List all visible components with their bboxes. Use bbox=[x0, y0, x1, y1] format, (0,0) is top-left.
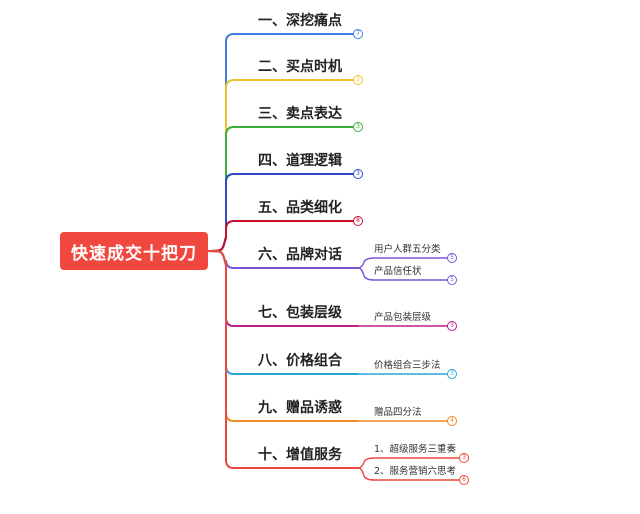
branch-badge-4[interactable]: 3 bbox=[353, 169, 363, 179]
branch-badge-1[interactable]: 7 bbox=[353, 29, 363, 39]
branch-label-9[interactable]: 九、赠品诱惑 bbox=[258, 400, 342, 416]
branch-label-2[interactable]: 二、买点时机 bbox=[258, 59, 342, 75]
sub-label-6-1[interactable]: 用户人群五分类 bbox=[374, 244, 441, 255]
branch-connector-5 bbox=[207, 220, 359, 252]
sub-label-10-2[interactable]: 2、服务营销六思考 bbox=[374, 466, 457, 477]
branch-label-7[interactable]: 七、包装层级 bbox=[258, 305, 342, 321]
sub-connector-6-1 bbox=[357, 257, 453, 269]
sub-label-9-1[interactable]: 赠品四分法 bbox=[374, 407, 422, 418]
branch-label-5[interactable]: 五、品类细化 bbox=[258, 200, 342, 216]
branch-badge-2[interactable]: 3 bbox=[353, 75, 363, 85]
sub-badge-9-1[interactable]: 4 bbox=[447, 416, 457, 426]
sub-label-6-2[interactable]: 产品信任状 bbox=[374, 266, 422, 277]
branch-label-6[interactable]: 六、品牌对话 bbox=[258, 247, 342, 263]
sub-label-8-1[interactable]: 价格组合三步法 bbox=[374, 360, 441, 371]
branch-connector-9 bbox=[207, 250, 359, 422]
sub-badge-6-1[interactable]: 5 bbox=[447, 253, 457, 263]
branch-label-10[interactable]: 十、增值服务 bbox=[258, 447, 342, 463]
sub-badge-7-1[interactable]: 3 bbox=[447, 321, 457, 331]
branch-label-1[interactable]: 一、深挖痛点 bbox=[258, 13, 342, 29]
sub-label-7-1[interactable]: 产品包装层级 bbox=[374, 312, 432, 323]
branch-connector-3 bbox=[207, 126, 359, 252]
branch-connector-10 bbox=[207, 250, 359, 469]
branch-label-4[interactable]: 四、道理逻辑 bbox=[258, 153, 342, 169]
branch-badge-3[interactable]: 3 bbox=[353, 122, 363, 132]
sub-badge-10-1[interactable]: 3 bbox=[459, 453, 469, 463]
branch-label-3[interactable]: 三、卖点表达 bbox=[258, 106, 342, 122]
sub-badge-8-1[interactable]: 3 bbox=[447, 369, 457, 379]
sub-connector-10-2 bbox=[357, 467, 465, 481]
sub-badge-6-2[interactable]: 5 bbox=[447, 275, 457, 285]
root-node[interactable]: 快速成交十把刀 bbox=[60, 232, 208, 270]
branch-label-8[interactable]: 八、价格组合 bbox=[258, 353, 342, 369]
sub-connector-10-1 bbox=[357, 457, 465, 469]
sub-badge-10-2[interactable]: 6 bbox=[459, 475, 469, 485]
sub-label-10-1[interactable]: 1、超级服务三重奏 bbox=[374, 444, 457, 455]
branch-badge-5[interactable]: 8 bbox=[353, 216, 363, 226]
sub-connector-6-2 bbox=[357, 267, 453, 281]
